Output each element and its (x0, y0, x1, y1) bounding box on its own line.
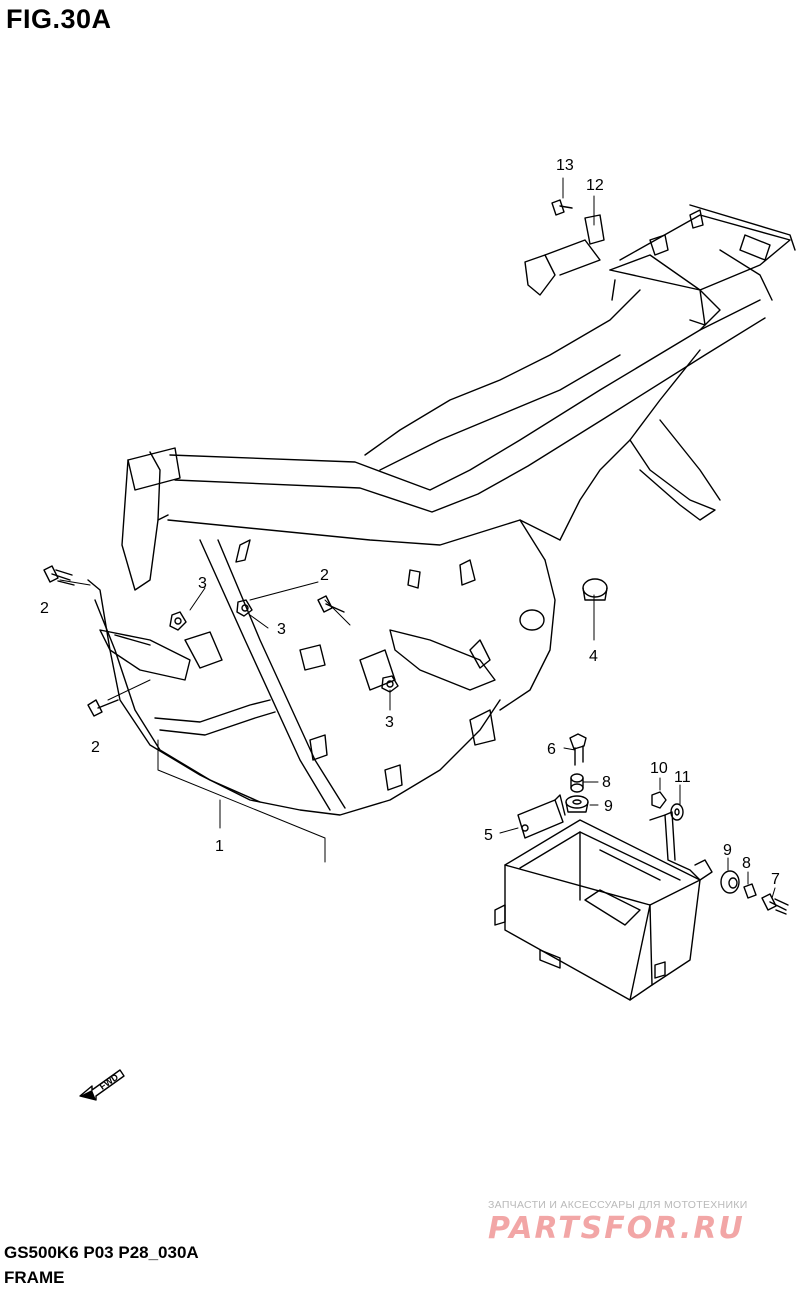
callout-7: 7 (771, 871, 780, 888)
section-name: FRAME (4, 1268, 65, 1287)
frame-label-bracket (157, 739, 326, 863)
model-code: GS500K6 P03 P28_030A (4, 1243, 199, 1262)
callout-9-top: 9 (604, 798, 613, 815)
callout-10: 10 (650, 760, 668, 777)
washer-11 (670, 803, 684, 821)
grommet-9-top (565, 795, 589, 813)
collar-8-top (570, 773, 584, 793)
callout-9-right: 9 (723, 842, 732, 859)
callout-2-lower: 2 (91, 739, 100, 756)
callout-3-center: 3 (277, 621, 286, 638)
callout-11: 11 (674, 769, 691, 786)
nut-3-lower (381, 675, 399, 693)
callout-2-left: 2 (40, 600, 49, 617)
nut-3-center (236, 599, 253, 617)
callout-3-lower: 3 (385, 714, 394, 731)
callout-5: 5 (484, 827, 493, 844)
watermark-logo: PARTSFOR.RU (488, 1211, 745, 1246)
main-frame (59, 177, 796, 816)
callout-3-left: 3 (198, 575, 207, 592)
bolt-2-left (43, 565, 75, 586)
callout-numbers: 13 12 2 3 2 3 4 2 3 6 8 10 11 9 5 9 8 7 … (40, 157, 780, 888)
callout-6: 6 (547, 741, 556, 758)
callout-1: 1 (215, 838, 224, 855)
fwd-arrow-icon: FWD (79, 1069, 125, 1101)
leader-lines (499, 747, 776, 899)
callout-8-top: 8 (602, 774, 611, 791)
collar-8-right (743, 883, 757, 899)
callout-2-center: 2 (320, 567, 329, 584)
figure-title: FIG.30A (6, 4, 112, 34)
nut-3-left (169, 611, 187, 631)
callout-4: 4 (589, 648, 598, 665)
callout-12: 12 (586, 177, 604, 194)
battery-box (494, 794, 713, 1001)
bolt-2-center (317, 595, 345, 613)
grommet-9-right (720, 870, 740, 894)
bolt-6 (569, 733, 587, 766)
callout-8-right: 8 (742, 855, 751, 872)
bolt-2-lower (87, 699, 119, 717)
cap-4 (582, 578, 608, 601)
callout-13: 13 (556, 157, 574, 174)
watermark-tagline: ЗАПЧАСТИ И АКСЕССУАРЫ ДЛЯ МОТОТЕХНИКИ (488, 1199, 748, 1211)
bolt-7 (761, 893, 789, 915)
nut-10 (651, 791, 667, 809)
